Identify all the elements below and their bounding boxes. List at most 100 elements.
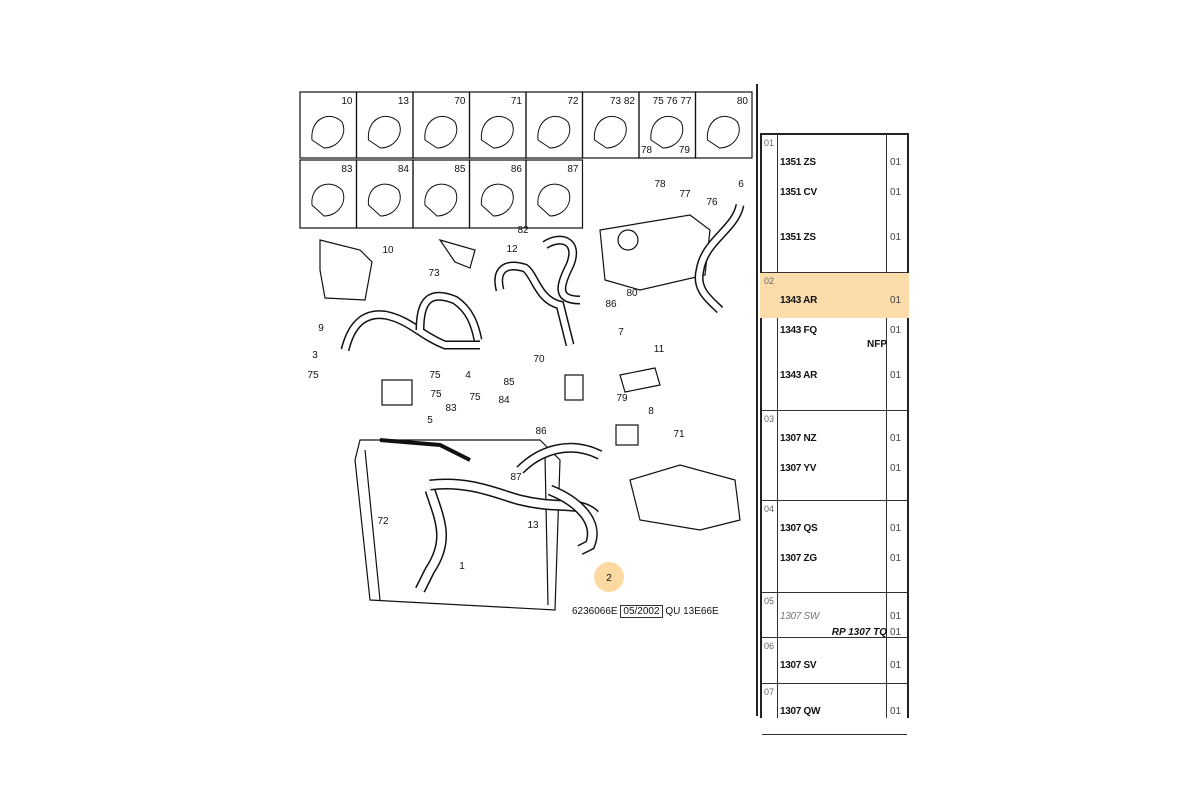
- bracket-9: [319, 239, 373, 301]
- inset-cell: [694, 91, 753, 159]
- parts-row[interactable]: 1307 NZ 01: [762, 431, 907, 451]
- clip-icon: [424, 116, 458, 149]
- callout-label[interactable]: 78: [654, 179, 666, 190]
- group-index: 03: [764, 414, 775, 424]
- inset-part-number: 87: [567, 164, 579, 175]
- part-quantity: 01: [890, 370, 902, 381]
- callout-label[interactable]: 8: [648, 406, 654, 417]
- callout-label[interactable]: 11: [654, 344, 665, 355]
- part-reference[interactable]: 1307 QW: [780, 706, 821, 717]
- inset-part-number: 80: [737, 96, 749, 107]
- radiator: [354, 439, 561, 611]
- callout-label[interactable]: 75: [307, 370, 319, 381]
- part-reference[interactable]: 1343 AR: [780, 370, 817, 381]
- callout-label[interactable]: 83: [445, 403, 457, 414]
- part-reference[interactable]: 1351 ZS: [780, 157, 816, 168]
- callout-label[interactable]: 86: [605, 299, 617, 310]
- callout-label[interactable]: 1: [459, 561, 465, 572]
- part-reference[interactable]: 1307 SW: [780, 611, 820, 622]
- part-reference[interactable]: 1343 FQ: [780, 325, 817, 336]
- callout-label[interactable]: 75: [429, 370, 441, 381]
- inset-part-number: 70: [454, 96, 466, 107]
- callout-label[interactable]: 76: [706, 197, 718, 208]
- clip-icon: [593, 116, 627, 149]
- part-quantity: 01: [890, 187, 902, 198]
- clip-icon: [706, 116, 740, 149]
- parts-row[interactable]: 1307 SV 01: [762, 658, 907, 678]
- part-reference[interactable]: 1307 NZ: [780, 433, 817, 444]
- callout-label[interactable]: 77: [679, 189, 691, 200]
- parts-row[interactable]: 1351 CV 01: [762, 185, 907, 205]
- inset-part-number: 86: [511, 164, 523, 175]
- callout-label[interactable]: 13: [527, 520, 539, 531]
- parts-row[interactable]: 1351 ZS 01: [762, 155, 907, 175]
- part-quantity: 01: [890, 325, 902, 336]
- callout-label[interactable]: 7: [618, 327, 624, 338]
- callout-label[interactable]: 85: [503, 377, 515, 388]
- callout-label[interactable]: 79: [616, 393, 628, 404]
- part-note: NFP: [867, 339, 887, 350]
- part-reference[interactable]: 1307 SV: [780, 660, 817, 671]
- part-quantity: 01: [890, 157, 902, 168]
- callout-label[interactable]: 12: [506, 244, 518, 255]
- part-quantity: 01: [890, 433, 902, 444]
- parts-row[interactable]: 1343 AR 01: [762, 368, 907, 388]
- inset-part-number: 72: [567, 96, 579, 107]
- callout-label[interactable]: 5: [427, 415, 433, 426]
- callout-label[interactable]: 71: [673, 429, 685, 440]
- clip-icon: [480, 116, 514, 149]
- callout-label[interactable]: 80: [626, 288, 638, 299]
- callout-label[interactable]: 72: [377, 516, 389, 527]
- callout-label[interactable]: 75: [469, 392, 481, 403]
- clip-icon: [367, 183, 401, 217]
- inset-part-number: 71: [511, 96, 523, 107]
- part-reference[interactable]: 1351 ZS: [780, 232, 816, 243]
- part-reference[interactable]: 1307 YV: [780, 463, 817, 474]
- part-quantity: 01: [890, 660, 902, 671]
- inset-part-number: 10: [341, 96, 353, 107]
- clip-icon: [367, 116, 401, 149]
- part-reference[interactable]: 1343 AR: [780, 295, 817, 306]
- inset-cell: [525, 159, 584, 229]
- clip-icon: [650, 116, 684, 149]
- callout-label[interactable]: 84: [498, 395, 510, 406]
- callout-label[interactable]: 75: [430, 389, 442, 400]
- callout-label[interactable]: 9: [318, 323, 324, 334]
- clip-icon: [537, 183, 571, 217]
- expansion-tank: [599, 214, 711, 291]
- callout-label[interactable]: 82: [517, 225, 529, 236]
- callout-label[interactable]: 70: [533, 354, 545, 365]
- clip-icon: [311, 116, 345, 149]
- inset-part-number: 75 76 77: [653, 96, 692, 107]
- part-reference[interactable]: 1351 CV: [780, 187, 817, 198]
- callout-label[interactable]: 86: [535, 426, 547, 437]
- callout-label[interactable]: 4: [465, 370, 471, 381]
- callout-label[interactable]: 73: [428, 268, 440, 279]
- part-reference[interactable]: 1307 ZG: [780, 553, 817, 564]
- callout-label[interactable]: 2: [606, 573, 612, 584]
- selected-row-highlight: [760, 273, 909, 318]
- callout-label[interactable]: 10: [382, 245, 394, 256]
- part-reference[interactable]: 1307 QS: [780, 523, 818, 534]
- part-note: RP 1307 TQ: [831, 627, 887, 638]
- inset-part-number: 85: [454, 164, 466, 175]
- callout-label[interactable]: 6: [738, 179, 744, 190]
- callout-label[interactable]: 3: [312, 350, 318, 361]
- callout-label[interactable]: 87: [510, 472, 522, 483]
